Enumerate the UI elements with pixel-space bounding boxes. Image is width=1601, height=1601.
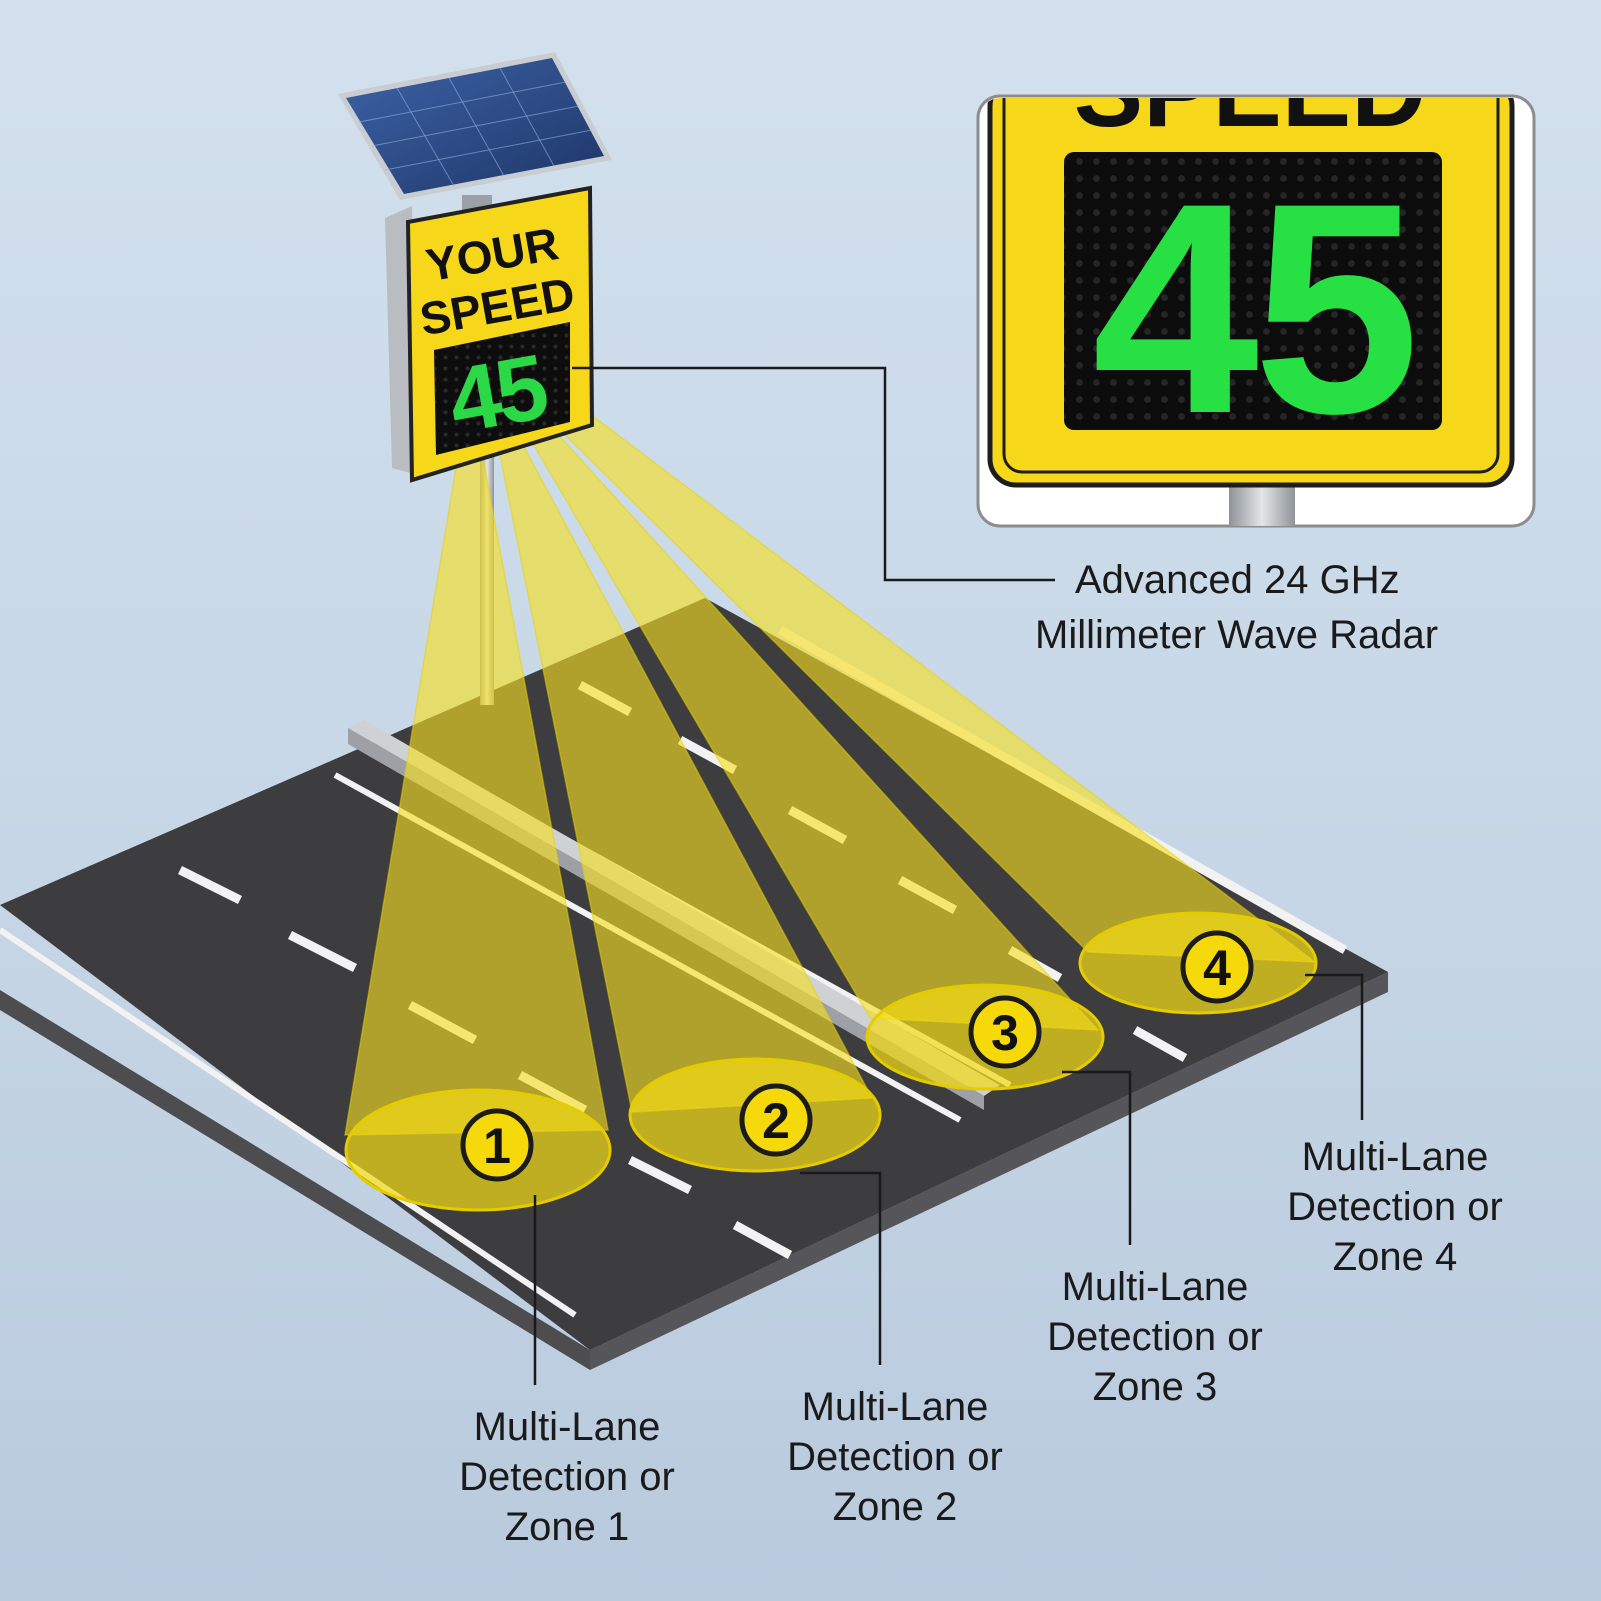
road-edge-line [0, 927, 577, 1318]
zone-1-label-line3: Zone 1 [505, 1505, 630, 1549]
zone-number-4: 4 [1203, 940, 1231, 996]
solar-panel [338, 52, 612, 217]
zone-4-label: Multi-Lane Detection or Zone 4 [1287, 1135, 1503, 1279]
zone-number-3: 3 [991, 1005, 1019, 1061]
zone-3-label: Multi-Lane Detection or Zone 3 [1047, 1265, 1263, 1409]
zone-4-label-line1: Multi-Lane [1302, 1135, 1489, 1179]
zone-2-leader-line [800, 1171, 882, 1365]
zone-3-label-line1: Multi-Lane [1062, 1265, 1249, 1309]
zone-number-2: 2 [762, 1093, 790, 1149]
zone-4-leader-line [1305, 973, 1364, 1120]
zone-1-label-line2: Detection or [459, 1455, 675, 1499]
zone-4-label-line2: Detection or [1287, 1185, 1503, 1229]
zone-marker-4: 4 [1180, 930, 1254, 1004]
zone-4-label-line3: Zone 4 [1333, 1235, 1458, 1279]
radar-beams [344, 394, 1318, 1212]
radar-label-line1: Advanced 24 GHz [1075, 558, 1400, 602]
zone-marker-3: 3 [968, 995, 1042, 1069]
inset-speed-digits: 45 [1092, 140, 1414, 476]
radar-label-line2: Millimeter Wave Radar [1035, 613, 1438, 657]
zone-3-leader-line [1062, 1070, 1132, 1245]
sign-speed-digits: 45 [441, 336, 553, 453]
zone-1-label-line1: Multi-Lane [474, 1405, 661, 1449]
zone-3-label-line2: Detection or [1047, 1315, 1263, 1359]
zone-2-label-line3: Zone 2 [833, 1485, 958, 1529]
zone-2-label-line1: Multi-Lane [802, 1385, 989, 1429]
zone-marker-2: 2 [739, 1083, 813, 1157]
speed-sign: YOUR SPEED 45 [385, 185, 595, 483]
zone-marker-1: 1 [460, 1108, 534, 1182]
zone-2-label-line2: Detection or [787, 1435, 1003, 1479]
zone-1-label: Multi-Lane Detection or Zone 1 [459, 1405, 675, 1549]
radar-leader-line [572, 366, 1055, 582]
zone-number-1: 1 [483, 1118, 511, 1174]
radar-label: Advanced 24 GHz Millimeter Wave Radar [1035, 558, 1438, 657]
zone-2-label: Multi-Lane Detection or Zone 2 [787, 1385, 1003, 1529]
inset-partial-speed-text: SPEED [1074, 33, 1427, 149]
zone-3-label-line3: Zone 3 [1093, 1365, 1218, 1409]
sign-closeup-inset: SPEED 45 [976, 33, 1536, 528]
